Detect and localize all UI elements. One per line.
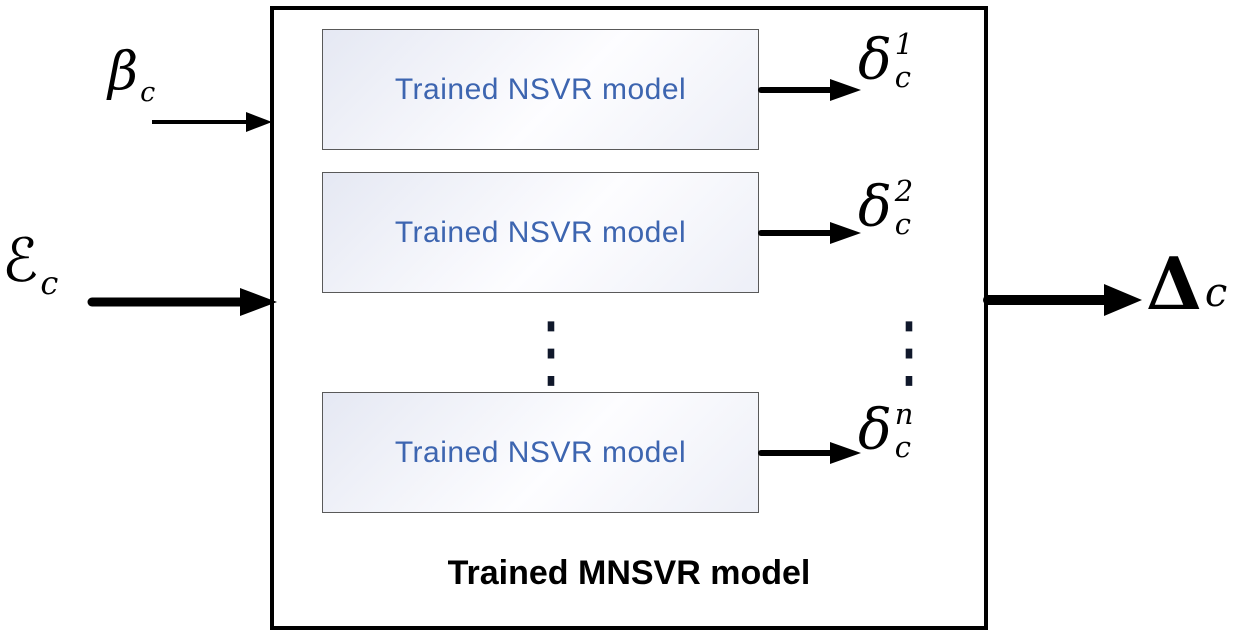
vertical-ellipsis-boxes: ⋮ — [519, 305, 583, 399]
delta-superscript: 2 — [894, 174, 914, 208]
nsvr-model-label-2: Trained NSVR model — [394, 215, 687, 249]
input-beta-c-label: βc — [108, 42, 155, 108]
output-delta-c-1-label: δ 1 c — [858, 27, 914, 95]
delta-supsub: n c — [894, 397, 914, 465]
beta-symbol: β — [108, 42, 139, 102]
delta-symbol: δ — [858, 398, 892, 464]
script-e-subscript: c — [40, 263, 59, 302]
capital-delta-symbol: Δ — [1146, 241, 1202, 326]
nsvr-model-label-n: Trained NSVR model — [394, 435, 687, 469]
output-delta-c-n-label: δ n c — [858, 397, 914, 465]
nsvr-model-box-1: Trained NSVR model — [322, 29, 759, 150]
delta-subscript: c — [894, 60, 911, 95]
beta-subscript: c — [140, 77, 156, 109]
nsvr-model-box-n: Trained NSVR model — [322, 392, 759, 513]
nsvr-model-label-1: Trained NSVR model — [394, 72, 687, 106]
delta-superscript: 1 — [894, 27, 914, 61]
delta-supsub: 2 c — [894, 174, 914, 242]
capital-delta-subscript: c — [1204, 270, 1228, 316]
delta-symbol: δ — [858, 175, 892, 241]
nsvr-model-box-2: Trained NSVR model — [322, 172, 759, 293]
output-delta-c-2-label: δ 2 c — [858, 174, 914, 242]
script-e-symbol: ℰ — [2, 226, 39, 296]
delta-symbol: δ — [858, 28, 892, 94]
delta-supsub: 1 c — [894, 27, 914, 95]
arrow-input-beta — [152, 112, 272, 132]
delta-superscript: n — [894, 397, 914, 431]
vertical-ellipsis-outputs: ⋮ — [877, 305, 941, 399]
input-epsilon-c-label: ℰc — [2, 226, 58, 302]
mnsvr-model-title: Trained MNSVR model — [447, 554, 811, 592]
arrow-input-epsilon — [87, 288, 277, 316]
delta-subscript: c — [894, 430, 911, 465]
delta-subscript: c — [894, 207, 911, 242]
arrow-final-output — [983, 284, 1142, 316]
